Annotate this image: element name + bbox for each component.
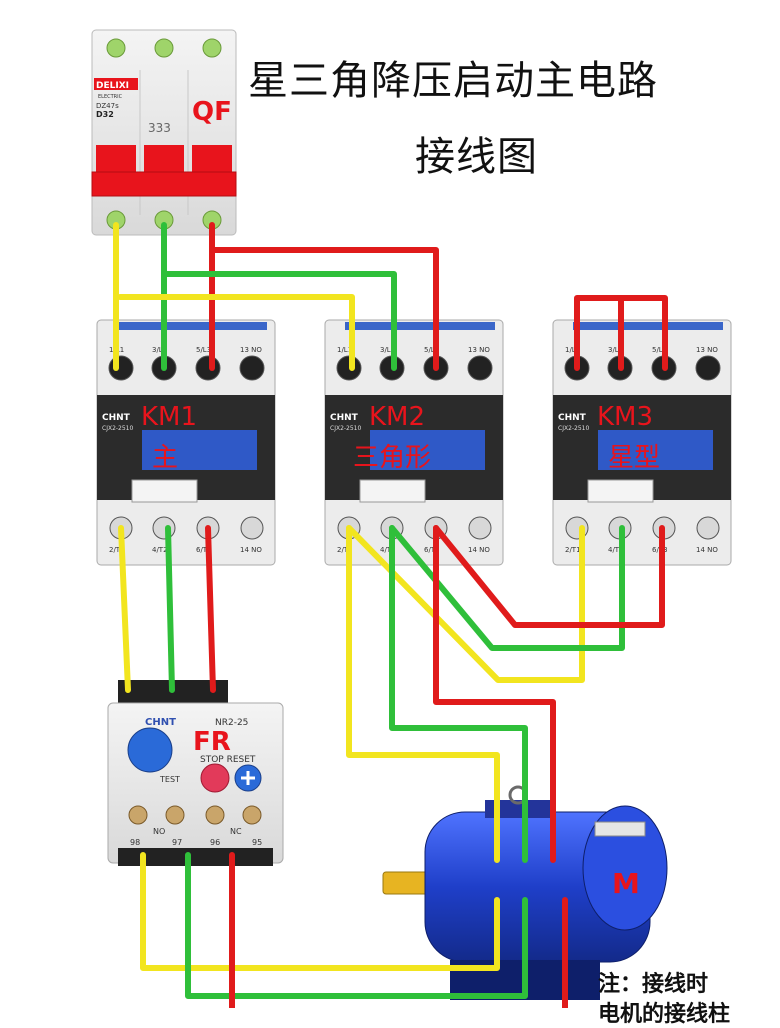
title-line-1: 星三角降压启动主电路 bbox=[248, 58, 658, 104]
relay-test: TEST bbox=[159, 775, 180, 784]
km3-top-terminal-label: 5/L3 bbox=[652, 346, 667, 354]
motor: M bbox=[382, 785, 668, 1000]
relay-label-fr: FR bbox=[193, 727, 231, 757]
relay-term-97: 97 bbox=[172, 838, 182, 847]
km2-top-terminal-label: 1/L1 bbox=[337, 346, 352, 354]
relay-term-no: NO bbox=[153, 827, 165, 836]
wire-fr-t1-motor bbox=[140, 852, 500, 971]
wire-km2-t1-motor bbox=[346, 525, 500, 863]
wire-km2-t1-km3 bbox=[346, 525, 585, 683]
breaker-top-screw-1 bbox=[106, 38, 126, 58]
km2-bottom-terminal-label: 2/T1 bbox=[337, 546, 353, 554]
km1-brand: CHNT bbox=[102, 413, 131, 423]
relay-term-95: 95 bbox=[252, 838, 262, 847]
wire-l1-km1-fr bbox=[118, 525, 131, 693]
km3-label: KM3 bbox=[597, 402, 653, 432]
km1-top-terminal-1 bbox=[108, 355, 134, 381]
note-line-2: 电机的接线柱 bbox=[598, 1002, 731, 1027]
km1-bottom-terminal-2 bbox=[152, 516, 176, 540]
breaker-top-screw-2 bbox=[154, 38, 174, 58]
contactor-km2: 1/L1 3/L2 5/L3 13 NO CHNT CJX2-2510 2/T1 4/T2 6/… bbox=[324, 319, 504, 566]
wire-l2-km1-fr bbox=[165, 525, 175, 693]
wire-km2-t2-motor bbox=[389, 525, 528, 863]
km1-sublabel: 主 bbox=[152, 443, 178, 473]
breaker-toggle[interactable] bbox=[91, 171, 237, 197]
km3-bottom-terminal-4 bbox=[696, 516, 720, 540]
km3-top-terminal-label: 13 NO bbox=[696, 346, 718, 354]
breaker-brand: DELIXI bbox=[96, 81, 129, 91]
km3-bottom-terminal-label: 4/T2 bbox=[608, 546, 624, 554]
breaker-top-screw-3 bbox=[202, 38, 222, 58]
km3-top-terminal-label: 3/L2 bbox=[608, 346, 623, 354]
km2-label: KM2 bbox=[369, 402, 425, 432]
wire-fr-t2-motor bbox=[185, 852, 528, 999]
km2-top-terminal-label: 5/L3 bbox=[424, 346, 439, 354]
breaker-brand-sub: ELECTRIC bbox=[98, 94, 123, 100]
km2-bottom-terminal-label: 4/T2 bbox=[380, 546, 396, 554]
breaker-rating: D32 bbox=[96, 110, 114, 119]
relay-brand: CHNT bbox=[145, 717, 176, 728]
wire-l3-km1-km2 bbox=[209, 247, 439, 371]
km1-bottom-terminal-label: 2/T1 bbox=[109, 546, 125, 554]
km2-top-terminal-label: 13 NO bbox=[468, 346, 490, 354]
relay-current-dial[interactable] bbox=[127, 727, 173, 773]
km1-top-terminal-label: 3/L2 bbox=[152, 346, 167, 354]
relay-aux-terminal-4 bbox=[242, 805, 262, 825]
km1-model: CJX2-2510 bbox=[102, 425, 134, 432]
wire-l1-km1-km2 bbox=[117, 294, 355, 371]
km1-bottom-terminal-4 bbox=[240, 516, 264, 540]
breaker-model: DZ47s bbox=[96, 102, 119, 110]
relay-aux-terminal-2 bbox=[165, 805, 185, 825]
km3-brand: CHNT bbox=[558, 413, 587, 423]
km2-top-terminal-label: 3/L2 bbox=[380, 346, 395, 354]
km1-bottom-terminal-label: 14 NO bbox=[240, 546, 262, 554]
wires bbox=[113, 222, 668, 1008]
km3-bottom-terminal-label: 14 NO bbox=[696, 546, 718, 554]
km1-top-terminal-3 bbox=[195, 355, 221, 381]
relay-term-96: 96 bbox=[210, 838, 220, 847]
km2-bottom-terminal-label: 14 NO bbox=[468, 546, 490, 554]
km2-model: CJX2-2510 bbox=[330, 425, 362, 432]
km2-sublabel: 三角形 bbox=[353, 443, 431, 473]
relay-aux-terminal-3 bbox=[205, 805, 225, 825]
wire-l2-km1-km2 bbox=[161, 271, 397, 371]
km3-top-terminal-label: 1/L1 bbox=[565, 346, 580, 354]
km3-top-terminal-4 bbox=[695, 355, 721, 381]
title-line-2: 接线图 bbox=[415, 134, 538, 180]
km2-top-terminal-4 bbox=[467, 355, 493, 381]
relay-aux-terminal-1 bbox=[128, 805, 148, 825]
wire-km2-t3-motor bbox=[433, 525, 556, 863]
wire-km2-t2-km3 bbox=[389, 525, 625, 651]
breaker-marking: 333 bbox=[148, 121, 171, 135]
km1-top-terminal-4 bbox=[239, 355, 265, 381]
km2-brand: CHNT bbox=[330, 413, 359, 423]
relay-stop-reset: STOP RESET bbox=[200, 755, 256, 765]
km1-bottom-terminal-label: 6/T3 bbox=[196, 546, 212, 554]
km2-bottom-terminal-label: 6/T3 bbox=[424, 546, 440, 554]
breaker-label-qf: QF bbox=[192, 97, 232, 127]
km3-bottom-terminal-label: 2/T1 bbox=[565, 546, 581, 554]
km1-label: KM1 bbox=[141, 402, 197, 432]
km2-bottom-terminal-4 bbox=[468, 516, 492, 540]
circuit-breaker-qf: DELIXI ELECTRIC DZ47s D32 333 QF bbox=[91, 29, 237, 236]
km1-top-terminal-label: 5/L3 bbox=[196, 346, 211, 354]
wire-l3-km1-fr bbox=[205, 525, 216, 693]
wire-km2-t3-km3 bbox=[433, 525, 665, 628]
motor-label-m: M bbox=[612, 867, 640, 900]
relay-term-nc: NC bbox=[230, 827, 242, 836]
thermal-relay-fr: CHNT NR2-25 FR STOP RESET TEST 98 NO 97 … bbox=[107, 680, 284, 866]
km1-top-terminal-label: 13 NO bbox=[240, 346, 262, 354]
km1-bottom-terminal-label: 4/T2 bbox=[152, 546, 168, 554]
relay-model: NR2-25 bbox=[215, 718, 248, 728]
km3-sublabel: 星型 bbox=[608, 443, 660, 473]
km3-model: CJX2-2510 bbox=[558, 425, 590, 432]
note-line-1: 注：接线时 bbox=[598, 972, 709, 997]
relay-term-98: 98 bbox=[130, 838, 140, 847]
relay-stop-button[interactable] bbox=[200, 763, 230, 793]
